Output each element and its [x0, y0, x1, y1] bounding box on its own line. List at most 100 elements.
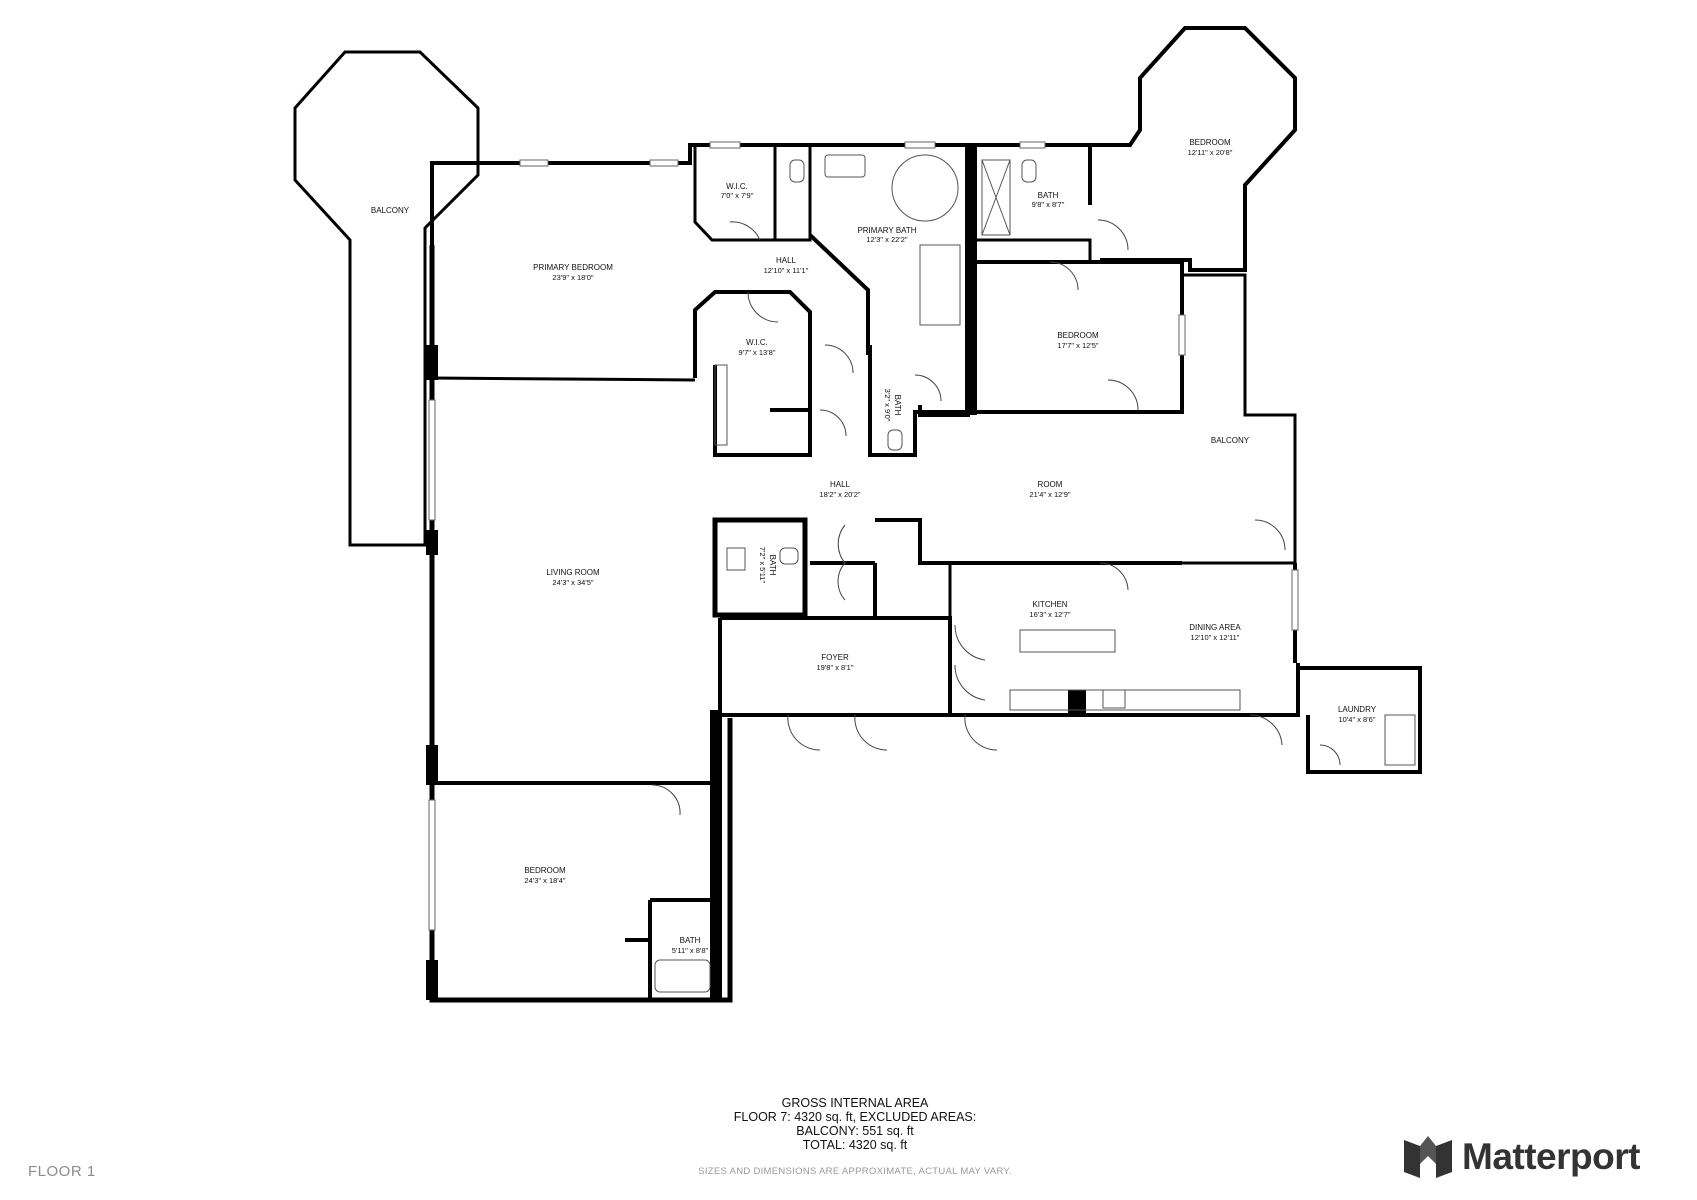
room-dims: 19'8" x 8'1" — [817, 663, 854, 672]
wic-1-wall — [693, 145, 812, 242]
room-dims: 17'7" x 12'5" — [1057, 341, 1098, 350]
toilet-icon — [887, 429, 903, 451]
wic-2-wall — [693, 290, 812, 457]
disclaimer: SIZES AND DIMENSIONS ARE APPROXIMATE, AC… — [698, 1166, 1012, 1177]
room-dims: 18'2" x 20'2" — [819, 490, 860, 499]
door-arc — [1107, 379, 1139, 411]
toilet-icon — [789, 159, 805, 183]
wall-block-3 — [426, 745, 438, 785]
room-name: KITCHEN — [1032, 600, 1067, 609]
wall-block-1 — [426, 345, 438, 380]
door-arc — [1049, 261, 1079, 291]
room-name: BALCONY — [371, 206, 410, 215]
room-name: ROOM — [1038, 480, 1063, 489]
living-outer-west — [429, 245, 733, 1003]
room-name: LAUNDRY — [1338, 705, 1377, 714]
balcony-east-outline — [1182, 273, 1297, 565]
door-arc — [787, 714, 821, 751]
ne-tower-wall — [968, 26, 1297, 272]
door-arc — [837, 524, 846, 564]
toilet-icon — [779, 547, 799, 565]
room-dims: 21'4" x 12'9" — [1029, 490, 1070, 499]
hall-room-south-wall — [810, 518, 1182, 565]
room-dims: 12'3" x 22'2" — [866, 235, 907, 244]
primary-bath-wall — [808, 143, 970, 417]
room-name: BATH — [1038, 191, 1059, 200]
window — [1291, 569, 1299, 631]
door-arc — [954, 664, 986, 701]
wall-block-6 — [965, 145, 977, 415]
bath-2-label: BATH 3'2" x 9'0" — [883, 389, 902, 422]
wall-block-4 — [426, 960, 438, 1000]
room-dims: 7'0" x 7'9" — [721, 191, 754, 200]
door-arc — [747, 291, 779, 323]
primary-bedroom-south — [431, 376, 696, 382]
room-name: PRIMARY BATH — [857, 226, 916, 235]
room-dims: 12'10" x 11'1" — [764, 266, 809, 275]
room-dims: 24'3" x 18'4" — [524, 876, 565, 885]
room-name: W.I.C. — [746, 338, 768, 347]
room-name: W.I.C. — [726, 182, 748, 191]
room-dims: 16'3" x 12'7" — [1029, 610, 1070, 619]
area-floor-line: FLOOR 7: 4320 sq. ft, EXCLUDED AREAS: — [733, 1110, 977, 1124]
room-name: HALL — [830, 480, 851, 489]
window — [428, 799, 436, 931]
gross-internal-area: GROSS INTERNAL AREA FLOOR 7: 4320 sq. ft… — [620, 1096, 1090, 1152]
wall-block-7 — [1068, 690, 1086, 715]
room-name: BALCONY — [1211, 436, 1250, 445]
shower-icon — [981, 159, 1011, 236]
bathtub-icon — [891, 154, 959, 222]
kitchen-island-icon — [1019, 629, 1116, 653]
door-arc — [1099, 562, 1129, 591]
wall-block-2 — [426, 530, 438, 555]
window — [1178, 314, 1186, 356]
room-name: BATH — [768, 555, 777, 576]
washer-icon — [1384, 714, 1416, 766]
room-dims: 10'4" x 8'6" — [1339, 715, 1376, 724]
bedroom-sw-wall — [432, 781, 717, 1000]
door-arc — [837, 562, 846, 601]
door-arc — [854, 714, 888, 751]
window — [649, 159, 679, 167]
room-name: BEDROOM — [524, 866, 566, 875]
window — [709, 141, 741, 149]
windows — [428, 141, 1299, 931]
door-arc — [1249, 714, 1283, 746]
door-arc — [914, 374, 942, 402]
room-name: HALL — [776, 256, 797, 265]
stove-icon — [1102, 689, 1126, 709]
room-labels: BALCONY PRIMARY BEDROOM 23'9" x 18'0" W.… — [371, 138, 1377, 955]
door-arc — [729, 221, 761, 241]
bathtub-icon — [654, 959, 711, 993]
window — [1019, 141, 1046, 149]
window — [519, 159, 549, 167]
room-dims: 24'3" x 34'5" — [552, 578, 593, 587]
door-arc — [824, 344, 854, 374]
room-name: BATH — [680, 936, 701, 945]
walls — [293, 26, 1422, 1003]
room-name: BEDROOM — [1057, 331, 1099, 340]
bath-2-wall — [868, 345, 975, 457]
room-dims: 7'2" x 5'11" — [758, 547, 767, 584]
brand-name: Matterport — [1462, 1136, 1640, 1177]
door-arc — [651, 784, 681, 816]
room-name: PRIMARY BEDROOM — [533, 263, 613, 272]
fixtures — [654, 154, 1416, 993]
matterport-logo-icon — [1404, 1136, 1452, 1178]
room-dims: 5'11" x 8'8" — [672, 946, 709, 955]
area-total-line: TOTAL: 4320 sq. ft — [802, 1138, 908, 1152]
sink-icon — [824, 154, 866, 178]
brand: Matterport — [1402, 1132, 1672, 1184]
door-arc — [1097, 219, 1129, 251]
room-name: LIVING ROOM — [546, 568, 600, 577]
shower-cross — [981, 159, 1011, 236]
vanity-icon — [919, 244, 961, 326]
room-dims: 3'2" x 9'0" — [883, 389, 892, 422]
closet-shelf-icon — [714, 364, 728, 446]
toilet-icon — [1021, 159, 1037, 183]
balcony-west-outline — [293, 50, 480, 547]
bath-3-label: BATH 7'2" x 5'11" — [758, 547, 777, 584]
room-dims: 23'9" x 18'0" — [552, 273, 593, 282]
room-name: DINING AREA — [1189, 623, 1241, 632]
